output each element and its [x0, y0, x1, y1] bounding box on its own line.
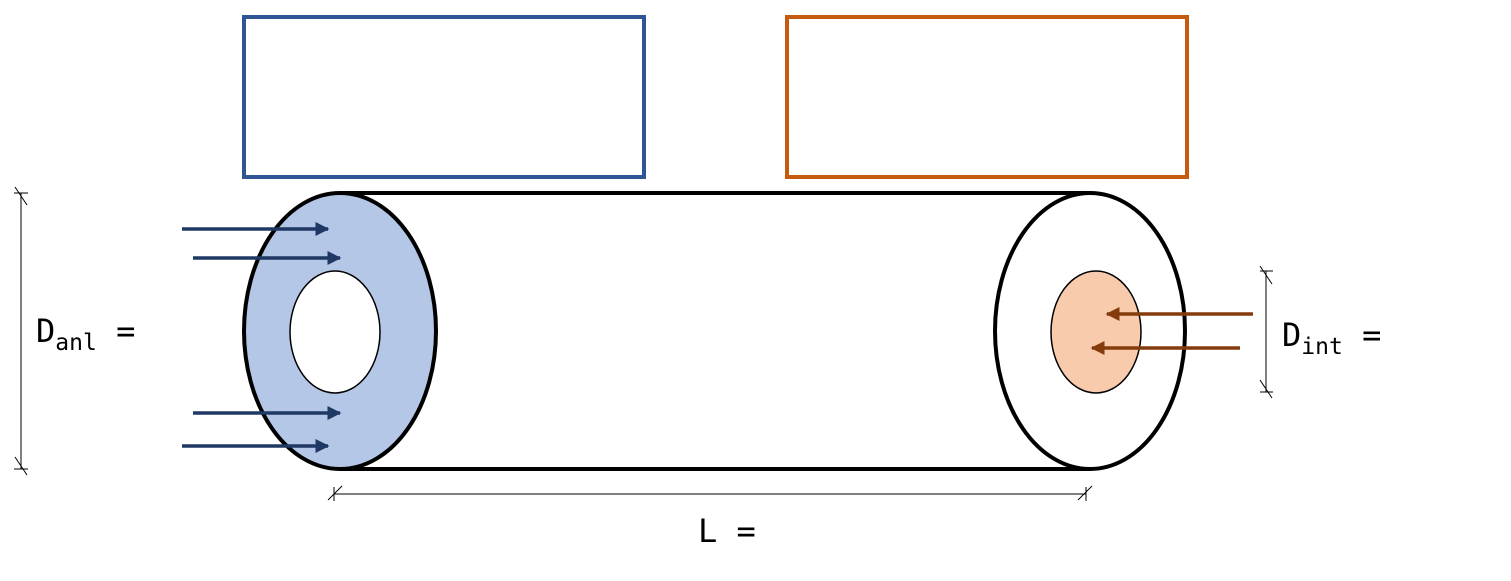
annulus-input-box[interactable] — [242, 15, 646, 179]
inner-diameter-label: Dint = — [1282, 316, 1381, 360]
annulus-diameter-suffix: = — [96, 312, 136, 350]
annulus-diameter-subscript: anl — [55, 330, 97, 356]
inner-diameter-suffix: = — [1342, 316, 1382, 354]
inner-tube-opening — [1050, 270, 1142, 394]
annulus-diameter-symbol: D — [36, 312, 56, 350]
length-dimension — [327, 485, 1093, 501]
annulus-diameter-label: Danl = — [36, 312, 135, 356]
length-label: L = — [698, 512, 756, 550]
annulus-diameter-dimension — [14, 186, 28, 476]
left-inner-opening — [289, 270, 381, 394]
inner-diameter-symbol: D — [1282, 316, 1302, 354]
inner-diameter-subscript: int — [1301, 334, 1343, 360]
inner-input-box[interactable] — [785, 15, 1189, 179]
inner-diameter-dimension — [1259, 265, 1273, 399]
